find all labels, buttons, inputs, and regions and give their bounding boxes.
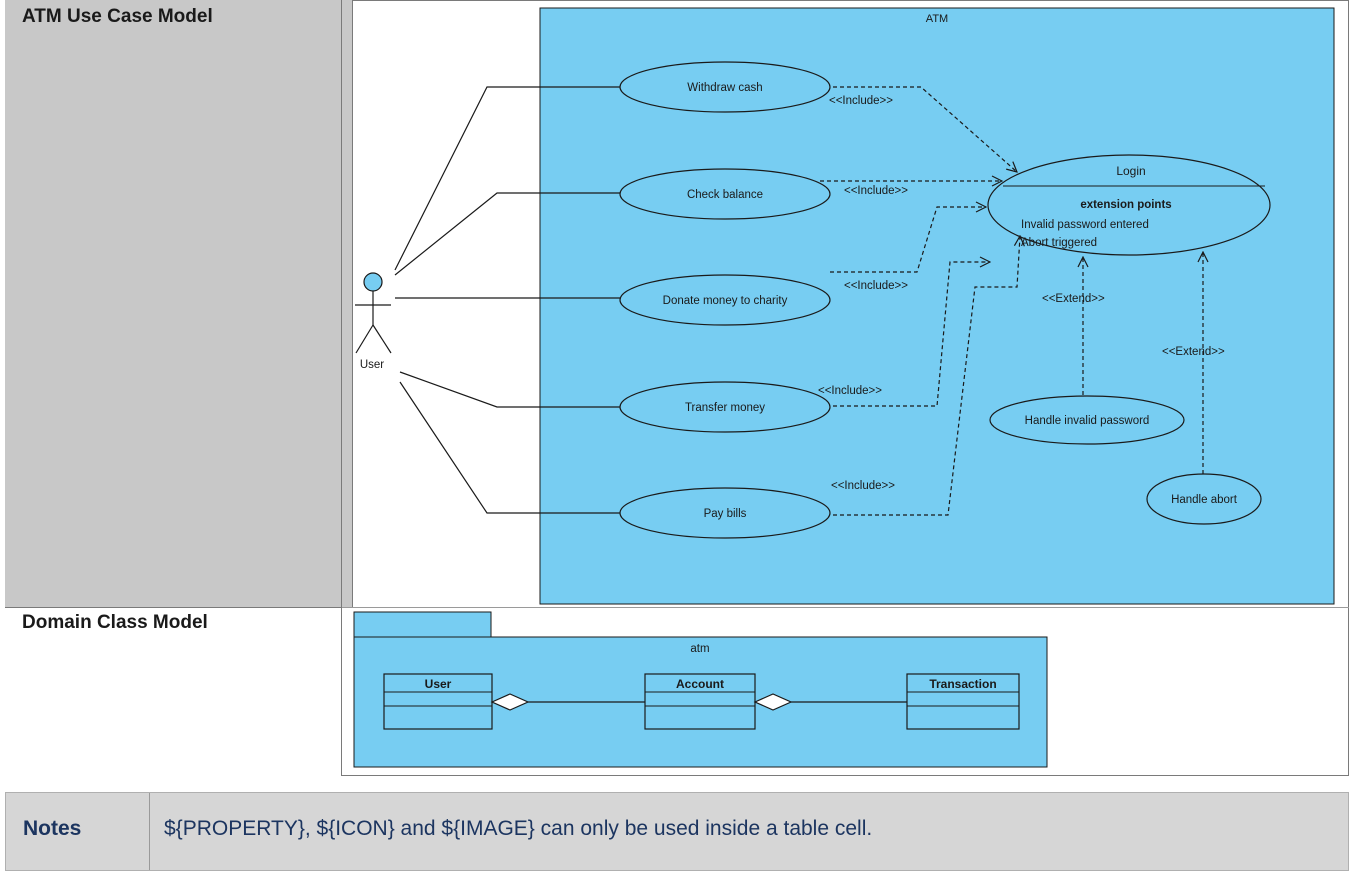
extension-points-title: extension points — [1080, 199, 1171, 211]
include-transfer — [833, 262, 990, 407]
use-case-pay-bills[interactable]: Pay bills — [619, 487, 831, 539]
actor-left-leg — [355, 324, 374, 354]
actor-right-leg — [372, 324, 392, 354]
package-tab[interactable] — [353, 611, 492, 638]
class-name: Transaction — [929, 677, 996, 691]
class-transaction[interactable]: Transaction — [906, 673, 1020, 730]
row-label-use-case: ATM Use Case Model — [22, 6, 213, 27]
use-case-transfer-money[interactable]: Transfer money — [619, 381, 831, 433]
association-balance — [394, 192, 620, 276]
use-case-handle-invalid-password[interactable]: Handle invalid password — [989, 395, 1185, 445]
aggregation-user-account — [490, 693, 645, 711]
row-label-cell-use-case: ATM Use Case Model — [5, 0, 342, 607]
class-user[interactable]: User — [383, 673, 493, 730]
actor-head — [363, 272, 383, 292]
include-label-pay: <<Include>> — [831, 480, 895, 492]
include-label-transfer: <<Include>> — [818, 385, 882, 397]
include-pay — [833, 236, 1020, 516]
extension-point-invalid: Invalid password entered — [1021, 219, 1149, 231]
association-withdraw — [394, 86, 620, 271]
use-case-check-balance[interactable]: Check balance — [619, 168, 831, 220]
include-label-withdraw: <<Include>> — [829, 95, 893, 107]
use-case-diagram: ATM User Withdraw cash Check balance Don… — [355, 7, 1335, 605]
extension-point-abort: Abort triggered — [1021, 237, 1097, 249]
use-case-label: Withdraw cash — [687, 82, 762, 94]
class-diagram: atm User Account Transaction — [353, 611, 1048, 768]
use-case-withdraw-cash[interactable]: Withdraw cash — [619, 61, 831, 113]
system-boundary-label: ATM — [926, 13, 948, 25]
package-label: atm — [690, 643, 709, 655]
include-donate — [830, 207, 986, 273]
actor-user[interactable]: User — [355, 272, 392, 371]
include-label-balance: <<Include>> — [844, 185, 908, 197]
row-label-cell-class: Domain Class Model — [5, 607, 342, 776]
use-case-label: Handle invalid password — [1025, 415, 1150, 427]
use-case-label: Check balance — [687, 189, 763, 201]
use-case-donate-money[interactable]: Donate money to charity — [619, 274, 831, 326]
row-label-class: Domain Class Model — [22, 612, 208, 633]
extend-label-abort: <<Extend>> — [1162, 346, 1225, 358]
login-title: Login — [1116, 164, 1145, 178]
use-case-label: Handle abort — [1171, 494, 1238, 506]
class-name: User — [425, 677, 452, 691]
include-label-donate: <<Include>> — [844, 280, 908, 292]
actor-label: User — [360, 359, 384, 371]
use-case-label: Donate money to charity — [663, 295, 788, 307]
class-account[interactable]: Account — [644, 673, 756, 730]
notes-text: ${PROPERTY}, ${ICON} and ${IMAGE} can on… — [164, 817, 873, 840]
aggregation-account-transaction — [753, 693, 907, 711]
use-case-label: Transfer money — [685, 402, 765, 414]
notes-label: Notes — [23, 817, 82, 840]
notes-bar: Notes ${PROPERTY}, ${ICON} and ${IMAGE} … — [5, 792, 1349, 871]
include-withdraw — [833, 86, 1017, 172]
class-name: Account — [676, 677, 724, 691]
cell-gutter — [342, 0, 353, 607]
row-divider — [342, 607, 1349, 608]
association-transfer — [399, 371, 620, 408]
notes-separator — [149, 793, 150, 870]
use-case-handle-abort[interactable]: Handle abort — [1146, 473, 1262, 525]
use-case-login[interactable]: Login extension points Invalid password … — [987, 154, 1271, 256]
association-pay — [399, 381, 620, 514]
use-case-label: Pay bills — [704, 508, 747, 520]
extend-label-invalid-password: <<Extend>> — [1042, 293, 1105, 305]
